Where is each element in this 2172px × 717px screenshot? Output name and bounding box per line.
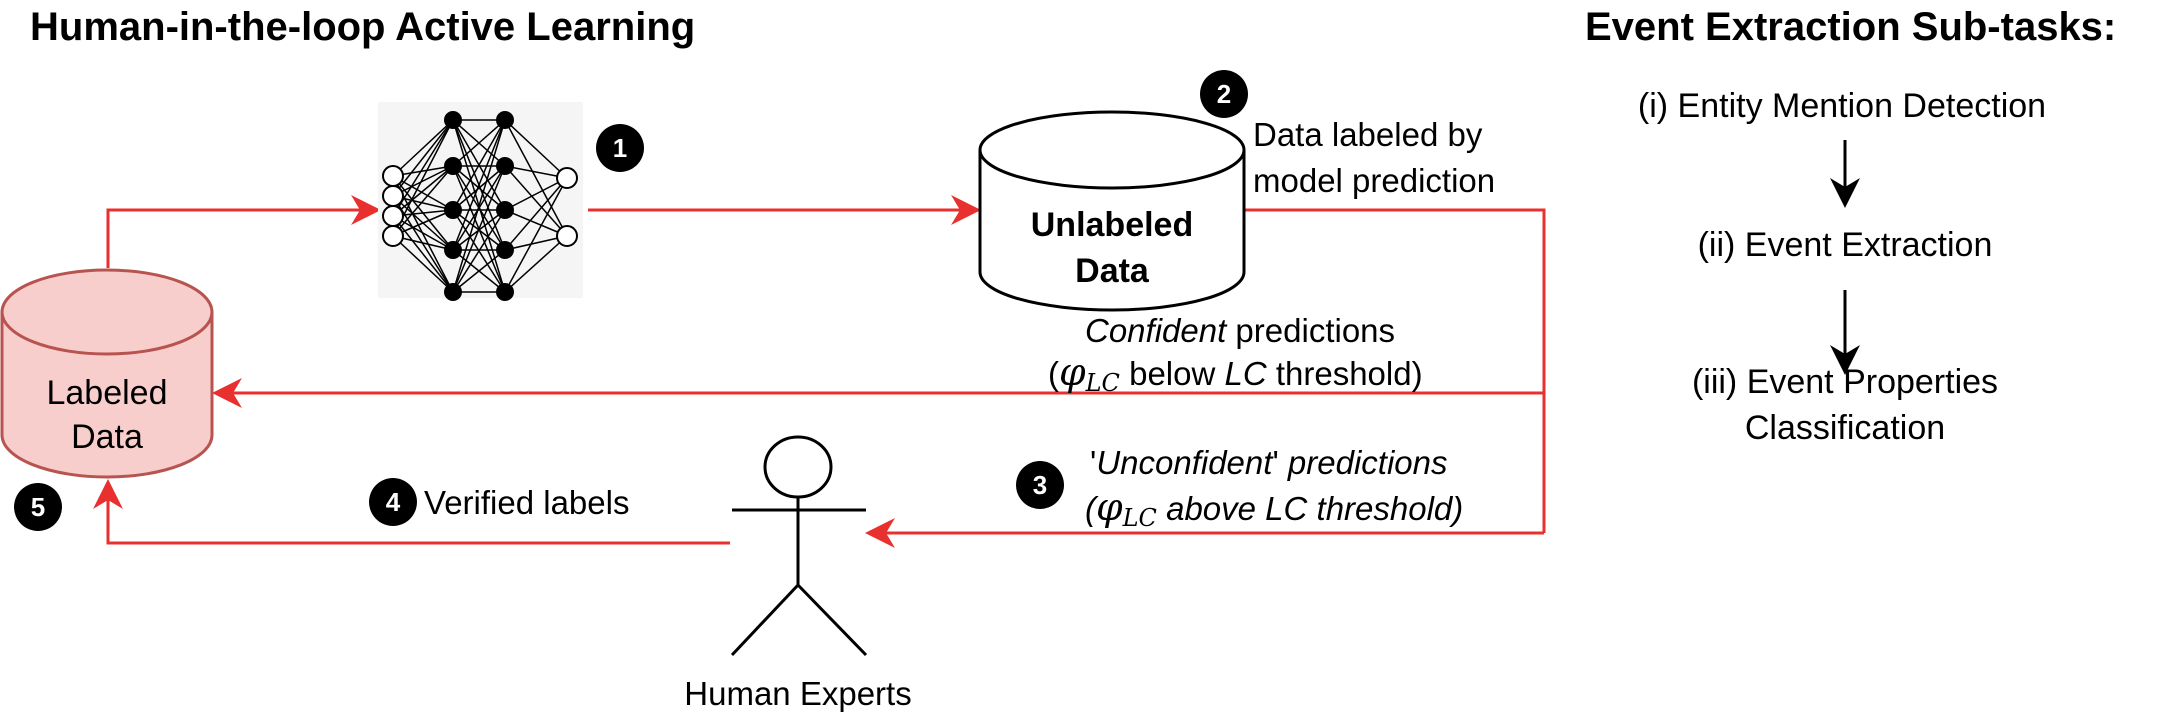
nn-edge <box>452 119 506 167</box>
svg-text:3: 3 <box>1033 470 1047 500</box>
nn-node <box>382 205 404 227</box>
nn-node <box>444 241 462 259</box>
confident-label-line1: Confident predictions <box>1085 312 1395 349</box>
step-badge-2: 2 <box>1200 70 1248 118</box>
flow-arrows <box>93 195 1546 548</box>
labeled-data-cylinder: Labeled Data <box>0 268 214 479</box>
human-experts-label: Human Experts <box>684 675 911 712</box>
nn-edge <box>392 165 454 197</box>
nn-node <box>444 111 462 129</box>
left-title: Human-in-the-loop Active Learning <box>30 5 695 49</box>
nn-node <box>556 225 578 247</box>
nn-edge <box>392 119 454 197</box>
unconfident-label-line2: (φLC above LC threshold) <box>1085 485 1463 532</box>
nn-node <box>382 225 404 247</box>
model-prediction-label-line1: Data labeled by <box>1253 116 1483 153</box>
nn-node <box>496 241 514 259</box>
nn-node <box>444 157 462 175</box>
right-title: Event Extraction Sub-tasks: <box>1585 5 2116 49</box>
nn-node <box>496 111 514 129</box>
labeled-data-line2: Data <box>71 418 143 456</box>
nn-edge <box>504 177 568 293</box>
subtask-1: (i) Entity Mention Detection <box>1638 87 2046 125</box>
nn-edge <box>392 165 454 237</box>
nn-edge <box>452 119 506 211</box>
unlabeled-data-line1: Unlabeled <box>1031 206 1193 244</box>
neural-network-icon <box>378 102 583 301</box>
confident-label-line2: (φLC below LC threshold) <box>1048 350 1423 397</box>
human-experts-icon <box>730 435 868 657</box>
nn-edge <box>504 119 568 237</box>
svg-text:5: 5 <box>31 492 45 522</box>
nn-edge <box>392 165 454 217</box>
nn-edge <box>504 235 568 293</box>
nn-edge <box>452 165 506 211</box>
nn-edge <box>392 119 454 177</box>
nn-edge <box>392 175 454 211</box>
nn-edge <box>504 119 568 179</box>
nn-edge <box>392 235 454 293</box>
arrow-verified-to-labeled <box>93 479 730 545</box>
labeled-data-line1: Labeled <box>46 374 167 412</box>
subtask-2: (ii) Event Extraction <box>1698 226 1993 264</box>
nn-edge <box>392 215 454 251</box>
nn-node <box>382 165 404 187</box>
svg-text:4: 4 <box>386 487 401 517</box>
nn-edge <box>504 177 568 211</box>
nn-node <box>496 283 514 301</box>
unconfident-label-line1: 'Unconfident' predictions <box>1090 444 1448 481</box>
unlabeled-data-cylinder: Unlabeled Data <box>978 110 1246 312</box>
nn-edge <box>452 165 506 293</box>
nn-edge <box>452 119 506 293</box>
step-badge-4: 4 <box>369 478 417 526</box>
nn-edge <box>392 215 454 293</box>
model-prediction-label-line2: model prediction <box>1253 162 1495 199</box>
nn-edge <box>504 177 568 251</box>
nn-edge <box>504 165 568 237</box>
nn-node <box>496 201 514 219</box>
svg-text:2: 2 <box>1217 79 1231 109</box>
unlabeled-data-line2: Data <box>1075 252 1150 290</box>
step-badge-1: 1 <box>596 124 644 172</box>
nn-edge <box>452 119 506 251</box>
nn-node <box>556 167 578 189</box>
arrow-unlabeled-branch <box>1245 208 1546 533</box>
subtask-3-line1: (iii) Event Properties <box>1692 363 1998 401</box>
step-badge-5: 5 <box>14 483 62 531</box>
subtask-3-line2: Classification <box>1745 409 1945 447</box>
nn-node <box>496 157 514 175</box>
nn-node <box>444 201 462 219</box>
nn-node <box>382 185 404 207</box>
nn-edge <box>452 249 506 293</box>
verified-labels-label: Verified labels <box>424 484 629 521</box>
nn-node <box>444 283 462 301</box>
arrow-labeled-to-model <box>106 195 381 268</box>
svg-text:1: 1 <box>613 133 627 163</box>
step-badge-3: 3 <box>1016 461 1064 509</box>
nn-edge <box>452 209 506 293</box>
nn-edge <box>504 209 568 237</box>
